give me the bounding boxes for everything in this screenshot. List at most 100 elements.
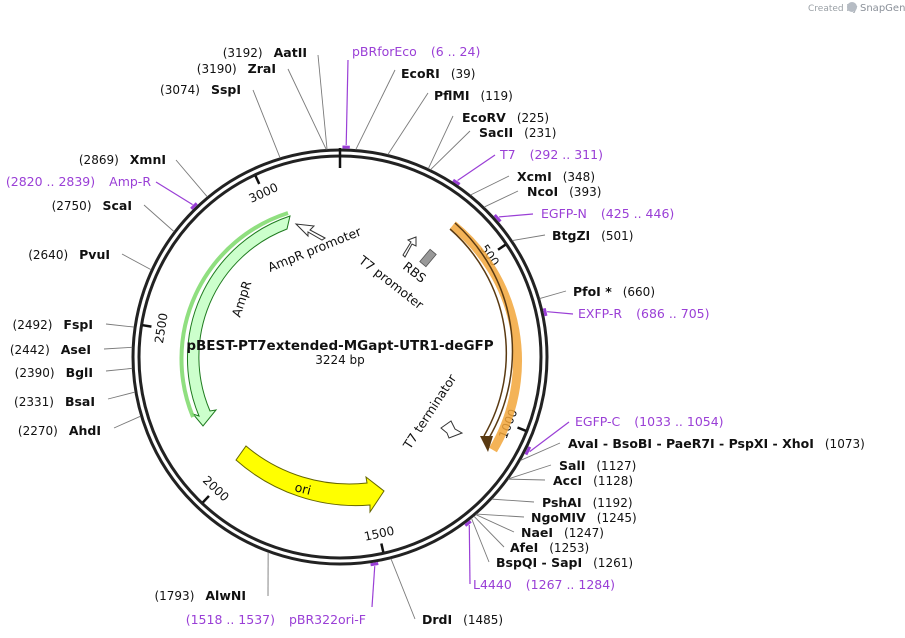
- ruler-tick-label: 2500: [152, 312, 171, 344]
- primer-binding-mark: [370, 562, 379, 567]
- rbs-feature: [419, 248, 437, 268]
- snapgene-credit: Created by SnapGene: [808, 2, 905, 14]
- site-leader-line: [539, 290, 567, 300]
- primer-label: T7(292 .. 311): [499, 147, 603, 162]
- site-label: (1793)AlwNI: [154, 588, 246, 603]
- gfp-feature-strand-inner: [449, 228, 508, 437]
- restriction-site-labels: EcoRI(39) PflMI(119) EcoRV(225) SacII(23…: [10, 45, 865, 627]
- site-leader-line: [508, 478, 546, 481]
- site-label: PshAI(1192): [542, 495, 633, 510]
- ruler-tick-label: 1500: [363, 524, 396, 544]
- site-label: AccI(1128): [553, 473, 633, 488]
- leader-lines: [103, 54, 567, 620]
- site-label: (3192)AatII: [223, 45, 307, 60]
- ruler-tick: [380, 543, 385, 553]
- primer-binding-mark: [464, 520, 472, 527]
- gfp-feature-highlight: [450, 221, 522, 453]
- site-leader-line: [387, 92, 429, 155]
- site-label: (2442)AseI: [10, 342, 91, 357]
- site-leader-line: [483, 190, 519, 208]
- plasmid-size: 3224 bp: [315, 353, 365, 367]
- site-leader-line: [520, 442, 561, 461]
- primer-leader-line: [457, 154, 496, 182]
- site-leader-line: [105, 367, 133, 372]
- site-leader-line: [470, 175, 510, 196]
- site-label: PfoI *(660): [573, 284, 655, 299]
- site-label: (2390)BglI: [15, 365, 93, 380]
- t7-promoter-arrow: [402, 236, 417, 258]
- site-leader-line: [317, 54, 328, 150]
- site-label: AvaI - BsoBI - PaeR7I - PspXI - XhoI(107…: [568, 436, 865, 451]
- site-label: (2750)ScaI: [52, 198, 132, 213]
- credit-prefix: Created by: [808, 4, 858, 14]
- ampr-promoter-arrow: [294, 223, 326, 241]
- primer-binding-mark: [190, 202, 198, 210]
- ruler-tick: [254, 175, 261, 185]
- ruler-tick: [201, 495, 210, 504]
- primer-leader-line: [345, 59, 349, 146]
- primer-leader-line: [499, 213, 534, 218]
- ruler-tick: [517, 426, 527, 432]
- site-label: BtgZI(501): [552, 228, 633, 243]
- ori-feature-arrow: [235, 445, 385, 514]
- site-leader-line: [430, 130, 471, 171]
- primer-label: L4440(1267 .. 1284): [473, 577, 615, 592]
- site-label: EcoRI(39): [401, 66, 475, 81]
- primer-leader-line: [547, 311, 574, 315]
- site-leader-line: [105, 323, 135, 328]
- primer-label: EGFP-N(425 .. 446): [541, 206, 674, 221]
- site-leader-line: [121, 253, 152, 271]
- gfp-feature-arrowhead: [480, 436, 493, 452]
- site-label: (2492)FspI: [13, 317, 93, 332]
- primer-binding-mark: [542, 307, 548, 317]
- site-label: (3074)SspI: [160, 82, 241, 97]
- plasmid-name: pBEST-PT7extended-MGapt-UTR1-deGFP: [186, 338, 493, 354]
- site-label: SacII(231): [479, 125, 556, 140]
- site-leader-line: [287, 68, 327, 150]
- site-leader-line: [491, 498, 535, 503]
- ampr-outline: [179, 211, 289, 418]
- site-leader-line: [175, 159, 208, 198]
- site-leader-line: [113, 415, 141, 429]
- site-label: DrdI(1485): [422, 612, 503, 627]
- site-label: (2331)BsaI: [14, 394, 95, 409]
- primer-binding-mark: [493, 213, 502, 223]
- primer-label: pBRforEco(6 .. 24): [352, 44, 480, 59]
- site-leader-line: [103, 346, 133, 350]
- snapgene-logo-icon: [847, 2, 857, 12]
- site-label: EcoRV(225): [462, 110, 549, 125]
- site-leader-line: [512, 234, 546, 241]
- ruler-tick: [497, 243, 507, 251]
- gfp-feature-strand-outer: [454, 222, 514, 439]
- site-leader-line: [107, 391, 136, 400]
- primer-leader-line: [468, 525, 471, 585]
- primer-binding-mark: [452, 178, 461, 186]
- site-label: SalI(1127): [559, 458, 636, 473]
- site-label: PflMI(119): [434, 88, 513, 103]
- primer-label: (2820 .. 2839)Amp-R: [6, 174, 151, 189]
- primer-labels: pBRforEco(6 .. 24) T7(292 .. 311) EGFP-N…: [6, 44, 724, 627]
- site-label: NcoI(393): [527, 184, 601, 199]
- ruler-tick: [142, 323, 152, 328]
- site-leader-line: [476, 513, 525, 518]
- site-label: BspQI - SapI(1261): [496, 555, 633, 570]
- ruler-tick-label: 3000: [247, 180, 281, 206]
- site-leader-line: [143, 204, 175, 232]
- site-leader-line: [471, 518, 490, 563]
- site-leader-line: [427, 115, 454, 169]
- site-label: AfeI(1253): [510, 540, 589, 555]
- ampr-label: AmpR: [229, 278, 255, 318]
- credit-brand: SnapGene: [860, 3, 905, 14]
- ori-label: ori: [293, 479, 312, 497]
- site-label: (2270)AhdI: [18, 423, 101, 438]
- site-label: NgoMIV(1245): [531, 510, 637, 525]
- site-leader-line: [508, 464, 552, 480]
- site-label: XcmI(348): [517, 169, 595, 184]
- primer-binding-mark: [524, 446, 532, 456]
- site-label: (3190)ZraI: [197, 61, 276, 76]
- primer-label: (1518 .. 1537)pBR322ori-F: [186, 612, 366, 627]
- site-leader-line: [473, 515, 505, 548]
- t7-terminator-arrow: [440, 420, 464, 439]
- primer-label: EXFP-R(686 .. 705): [578, 306, 710, 321]
